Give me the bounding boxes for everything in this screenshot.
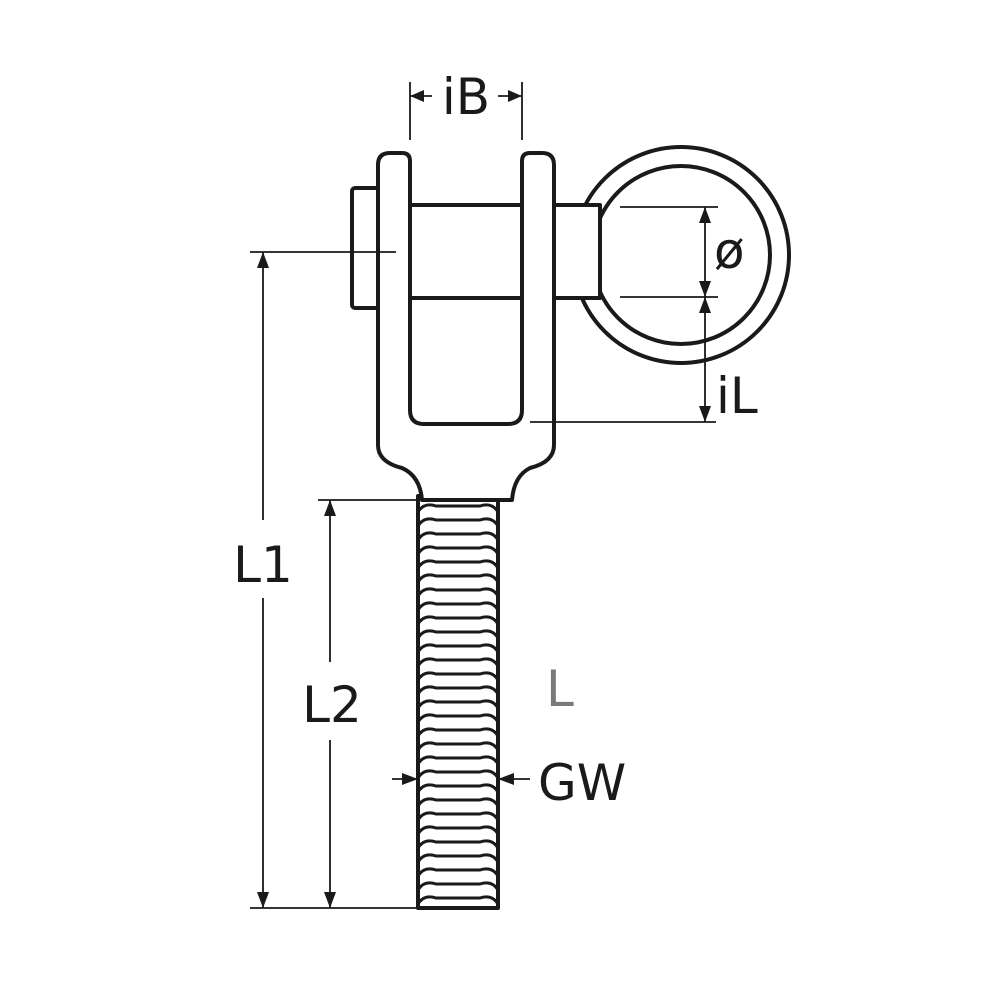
fork-body xyxy=(376,151,556,502)
thread-ridge xyxy=(416,741,500,751)
thread-ridge xyxy=(416,699,500,709)
dimension-diameter: ø xyxy=(620,206,745,298)
thread-ridge xyxy=(416,727,500,737)
thread-ridge xyxy=(416,573,500,583)
label-diameter: ø xyxy=(714,222,745,280)
label-GW: GW xyxy=(538,754,626,812)
thread-ridge xyxy=(416,895,500,905)
thread-ridge xyxy=(416,559,500,569)
thread-ridge xyxy=(416,531,500,541)
thread-ridge xyxy=(416,615,500,625)
arrow-L1-bottom xyxy=(257,892,269,908)
thread-ridge xyxy=(416,853,500,863)
label-L: L xyxy=(546,660,574,718)
thread-ridge xyxy=(416,713,500,723)
thread-lines xyxy=(416,503,500,905)
arrow-L2-bottom xyxy=(324,892,336,908)
dimension-iB: iB xyxy=(409,68,523,140)
arrow-iL-top xyxy=(699,297,711,313)
arrow-GW-left xyxy=(402,773,418,785)
label-L2: L2 xyxy=(302,676,362,734)
ring xyxy=(571,145,791,365)
thread-ridge xyxy=(416,587,500,597)
thread-ridge xyxy=(416,657,500,667)
label-iB: iB xyxy=(442,68,490,126)
arrow-iL-bottom xyxy=(699,406,711,422)
arrow-iB-left xyxy=(410,90,424,102)
dimension-L2: L2 xyxy=(302,499,416,908)
arrow-L2-top xyxy=(324,500,336,516)
thread-ridge xyxy=(416,769,500,779)
thread-ridge xyxy=(416,797,500,807)
arrow-L1-top xyxy=(257,252,269,268)
label-iL: iL xyxy=(716,367,758,425)
thread-ridge xyxy=(416,839,500,849)
thread-ridge xyxy=(416,503,500,513)
threaded-stud xyxy=(416,494,500,910)
thread-ridge xyxy=(416,783,500,793)
dimension-L1: L1 xyxy=(233,251,418,909)
thread-ridge xyxy=(416,685,500,695)
arrow-diameter-bottom xyxy=(699,281,711,297)
dimension-iL: iL xyxy=(530,297,758,425)
thread-ridge xyxy=(416,601,500,611)
thread-ridge xyxy=(416,755,500,765)
thread-ridge xyxy=(416,881,500,891)
thread-ridge xyxy=(416,867,500,877)
thread-ridge xyxy=(416,811,500,821)
thread-ridge xyxy=(416,671,500,681)
thread-ridge xyxy=(416,825,500,835)
arrow-iB-right xyxy=(508,90,522,102)
dimension-GW: GW xyxy=(392,754,626,812)
thread-ridge xyxy=(416,629,500,639)
label-L1: L1 xyxy=(233,536,293,594)
thread-ridge xyxy=(416,643,500,653)
thread-ridge xyxy=(416,517,500,527)
thread-ridge xyxy=(416,545,500,555)
arrow-diameter-top xyxy=(699,207,711,223)
arrow-GW-right xyxy=(498,773,514,785)
pin-shaft xyxy=(380,203,602,300)
ring-outer xyxy=(571,145,791,365)
